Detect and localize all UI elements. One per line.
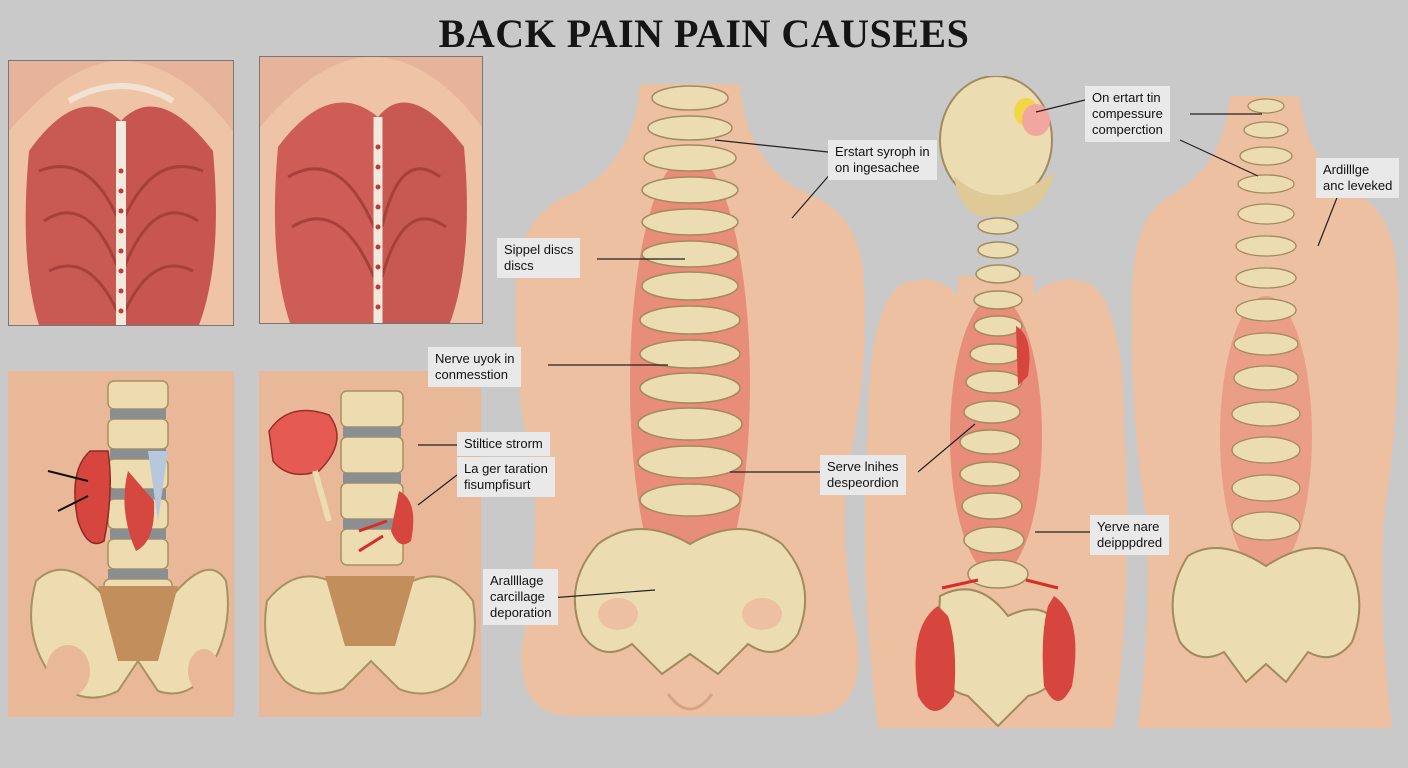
back-muscles-spine-illustration bbox=[260, 57, 482, 323]
label-yerve: Yerve nare deipppdred bbox=[1090, 515, 1170, 555]
back-muscles-illustration bbox=[9, 61, 233, 325]
central-back-spine-illustration bbox=[515, 84, 865, 716]
label-stiltice: Stiltice strorm bbox=[457, 432, 550, 456]
panel-central-back bbox=[508, 84, 872, 716]
label-onertart: On ertart tin compessure comperction bbox=[1085, 86, 1170, 142]
right-back-spine-illustration bbox=[1131, 96, 1399, 728]
label-serve: Serve lnihes despeordion bbox=[820, 455, 906, 495]
label-sippel-discs: Sippel discs discs bbox=[497, 238, 581, 278]
vertebrae bbox=[637, 85, 743, 517]
label-arilliage-right: Ardilllge anc leveked bbox=[1316, 158, 1400, 198]
panel-skull-spine bbox=[858, 76, 1134, 728]
label-erstart: Erstart syroph in on ingesachee bbox=[828, 140, 937, 180]
panel-lumbar-discs-right bbox=[259, 371, 481, 717]
panel-back-muscles-right bbox=[259, 56, 483, 324]
lumbar-spine-pelvis-illustration bbox=[30, 380, 229, 699]
label-arilliage-left: Arallllage carcillage deporation bbox=[483, 569, 559, 625]
panel-back-muscles-left bbox=[8, 60, 234, 326]
label-nerve: Nerve uyok in conmesstion bbox=[428, 347, 522, 387]
page-title: BACK PAIN PAIN CAUSEES bbox=[438, 11, 970, 56]
skull-spine-illustration bbox=[864, 76, 1128, 728]
panel-right-back bbox=[1130, 96, 1400, 728]
lumbar-spine-inflamed-illustration bbox=[264, 390, 476, 695]
panel-lumbar-discs-left bbox=[8, 371, 234, 717]
label-lager: La ger taration fisumpfisurt bbox=[457, 457, 555, 497]
